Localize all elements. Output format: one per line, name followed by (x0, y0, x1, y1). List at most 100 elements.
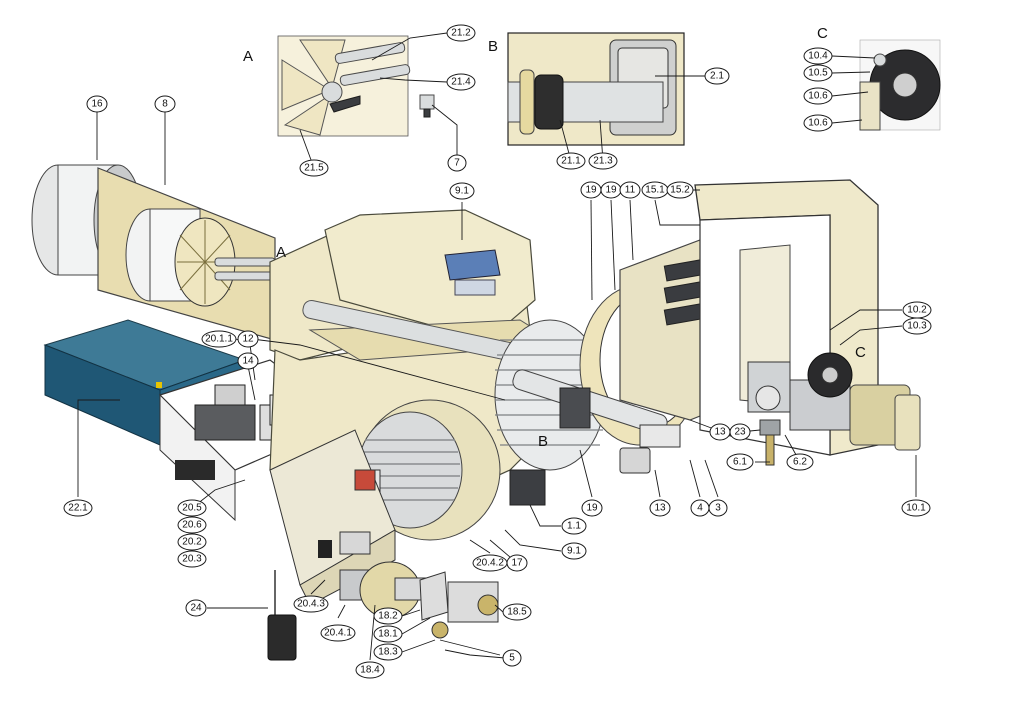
callout-7: 7 (447, 154, 467, 172)
svg-text:18.1: 18.1 (378, 629, 398, 640)
callout-20-3: 20.3 (177, 550, 207, 568)
callout-9-1-top: 9.1 (449, 182, 475, 200)
letter-c-inset: C (817, 25, 828, 42)
callout-10-3: 10.3 (902, 317, 932, 335)
cable-plug (267, 570, 297, 661)
callout-20-6: 20.6 (177, 516, 207, 534)
callout-23: 23 (729, 423, 751, 441)
svg-text:20.6: 20.6 (182, 520, 202, 531)
svg-text:20.4.3: 20.4.3 (297, 599, 325, 610)
letter-a-inset: A (243, 48, 253, 65)
callout-3: 3 (708, 499, 728, 517)
svg-text:20.5: 20.5 (182, 503, 202, 514)
svg-text:14: 14 (242, 356, 254, 367)
callout-13-b: 13 (649, 499, 671, 517)
svg-text:4: 4 (697, 503, 703, 514)
callout-21-3: 21.3 (588, 152, 618, 170)
svg-text:24: 24 (190, 603, 202, 614)
svg-text:10.5: 10.5 (808, 68, 828, 79)
svg-text:21.1: 21.1 (561, 156, 581, 167)
svg-text:19: 19 (586, 503, 598, 514)
svg-text:3: 3 (715, 503, 721, 514)
inset-b (507, 32, 685, 146)
callout-20-4-2: 20.4.2 (472, 554, 508, 572)
svg-text:9.1: 9.1 (567, 546, 581, 557)
svg-text:21.2: 21.2 (451, 28, 471, 39)
svg-text:5: 5 (509, 653, 515, 664)
callout-9-1-bottom: 9.1 (561, 542, 587, 560)
svg-text:9.1: 9.1 (455, 186, 469, 197)
callout-16: 16 (86, 95, 108, 113)
callout-10-6-b: 10.6 (803, 114, 833, 132)
callout-20-4-3: 20.4.3 (293, 595, 329, 613)
svg-text:19: 19 (585, 185, 597, 196)
callout-10-6-a: 10.6 (803, 87, 833, 105)
svg-text:16: 16 (91, 99, 103, 110)
letter-c-main: C (855, 344, 866, 361)
svg-text:21.3: 21.3 (593, 156, 613, 167)
svg-text:20.2: 20.2 (182, 537, 202, 548)
callout-6-1: 6.1 (726, 453, 754, 471)
callout-10-4: 10.4 (803, 47, 833, 65)
svg-text:13: 13 (654, 503, 666, 514)
callout-11: 11 (619, 181, 641, 199)
svg-text:2.1: 2.1 (710, 71, 724, 82)
svg-text:10.3: 10.3 (907, 321, 927, 332)
callout-18-3: 18.3 (373, 643, 403, 661)
callout-layer: 16 8 21.2 21.4 21.5 7 2.1 21.1 21.3 10.4… (63, 24, 932, 679)
callout-14: 14 (237, 352, 259, 370)
callout-20-4-1: 20.4.1 (320, 624, 356, 642)
svg-text:11: 11 (625, 185, 636, 196)
svg-text:10.1: 10.1 (906, 503, 926, 514)
callout-12: 12 (237, 330, 259, 348)
svg-text:18.5: 18.5 (507, 607, 527, 618)
callout-22-1: 22.1 (63, 499, 93, 517)
svg-text:10.2: 10.2 (907, 305, 927, 316)
callout-24: 24 (185, 599, 207, 617)
callout-1-1: 1.1 (561, 517, 587, 535)
inset-a (277, 35, 435, 137)
callout-21-4: 21.4 (446, 73, 476, 91)
callout-18-4: 18.4 (355, 661, 385, 679)
letter-b-inset: B (488, 38, 498, 55)
callout-18-1: 18.1 (373, 625, 403, 643)
svg-text:19: 19 (605, 185, 617, 196)
svg-text:15.2: 15.2 (670, 185, 690, 196)
callout-18-5: 18.5 (502, 603, 532, 621)
inset-c (859, 39, 941, 131)
svg-text:20.1.1: 20.1.1 (205, 334, 233, 345)
callout-5: 5 (502, 649, 522, 667)
svg-text:20.4.1: 20.4.1 (324, 628, 352, 639)
callout-15-2: 15.2 (666, 181, 694, 199)
callout-19-a: 19 (580, 181, 602, 199)
svg-text:8: 8 (162, 99, 168, 110)
blast-tube (31, 164, 276, 341)
svg-text:15.1: 15.1 (645, 185, 665, 196)
callout-18-2: 18.2 (373, 607, 403, 625)
callout-21-1: 21.1 (556, 152, 586, 170)
callout-2-1: 2.1 (704, 67, 730, 85)
svg-text:1.1: 1.1 (567, 521, 581, 532)
callout-10-5: 10.5 (803, 64, 833, 82)
callout-8: 8 (154, 95, 176, 113)
callout-20-1-1: 20.1.1 (201, 330, 237, 348)
svg-text:10.4: 10.4 (808, 51, 828, 62)
svg-text:17: 17 (511, 558, 523, 569)
svg-text:22.1: 22.1 (68, 503, 88, 514)
svg-text:7: 7 (454, 158, 460, 169)
svg-text:21.4: 21.4 (451, 77, 471, 88)
svg-text:12: 12 (242, 334, 254, 345)
callout-19-c: 19 (581, 499, 603, 517)
callout-13-a: 13 (709, 423, 731, 441)
oil-pump (339, 561, 501, 656)
letter-b-main: B (538, 433, 548, 450)
svg-text:23: 23 (734, 427, 746, 438)
callout-4: 4 (690, 499, 710, 517)
callout-21-5: 21.5 (299, 159, 329, 177)
svg-text:20.4.2: 20.4.2 (476, 558, 504, 569)
svg-text:21.5: 21.5 (304, 163, 324, 174)
svg-text:10.6: 10.6 (808, 118, 828, 129)
svg-text:18.3: 18.3 (378, 647, 398, 658)
